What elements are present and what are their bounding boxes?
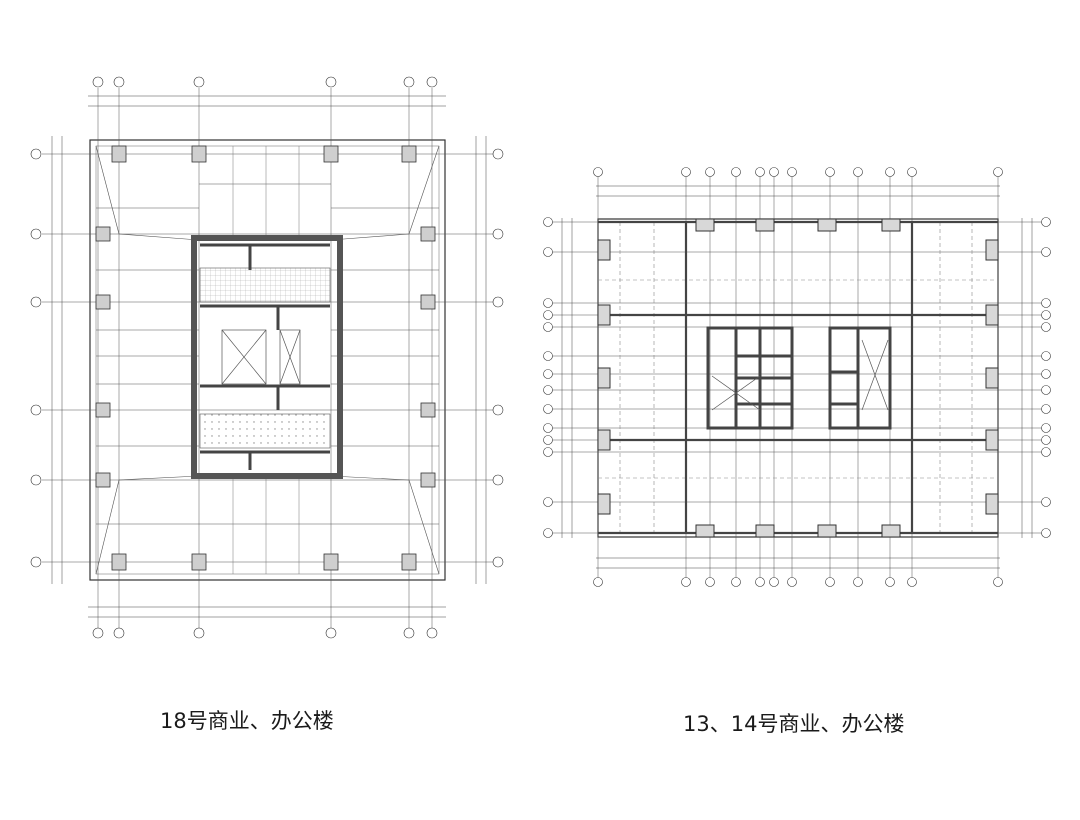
floor-plan-building-18 bbox=[30, 76, 504, 639]
caption-building-13-14: 13、14号商业、办公楼 bbox=[683, 712, 905, 736]
caption-building-18: 18号商业、办公楼 bbox=[160, 709, 334, 733]
floor-plan-building-13-14 bbox=[543, 167, 1051, 587]
